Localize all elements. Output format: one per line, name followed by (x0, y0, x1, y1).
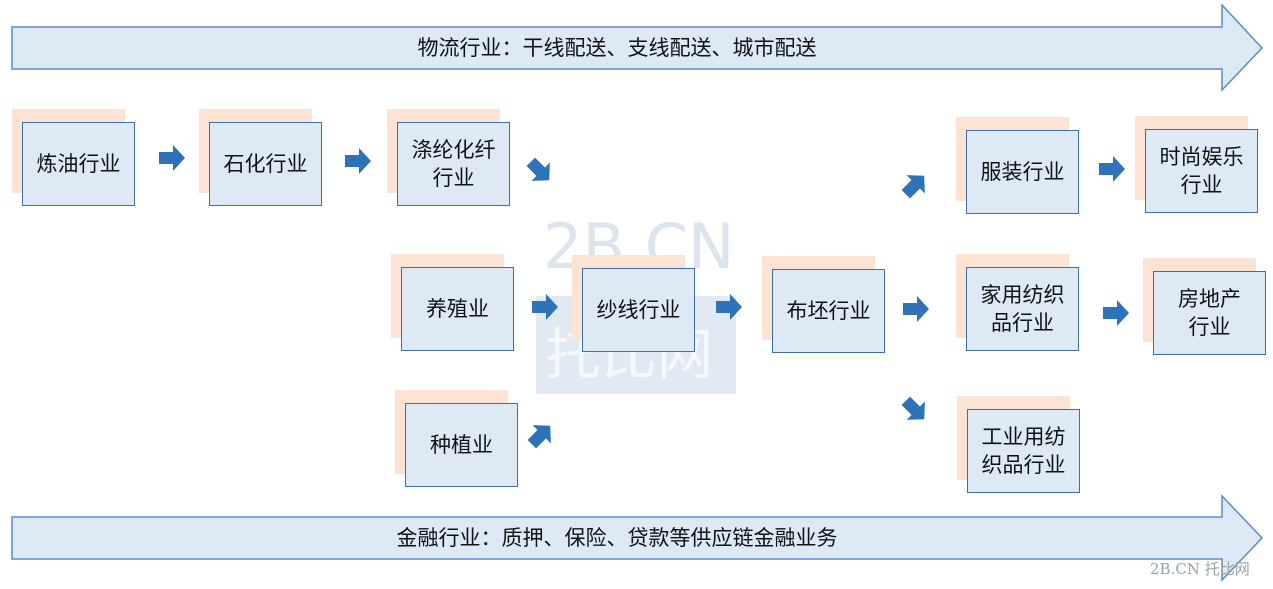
node-real-estate: 房地产 行业 (1153, 271, 1266, 355)
node-petrochem: 石化行业 (209, 122, 322, 206)
arrow-up-right-icon (527, 425, 551, 449)
arrow-up-right-icon (901, 175, 925, 199)
arrow-right-icon (1103, 300, 1129, 326)
top-band-label: 物流行业：干线配送、支线配送、城市配送 (417, 36, 817, 60)
arrow-right-icon (159, 145, 185, 171)
arrow-right-icon (903, 296, 929, 322)
arrow-down-right-icon (901, 396, 925, 420)
node-refining: 炼油行业 (22, 122, 135, 206)
arrow-right-icon (1099, 156, 1125, 182)
arrow-down-right-icon (526, 157, 550, 181)
node-breeding: 养殖业 (401, 267, 514, 351)
node-planting: 种植业 (405, 403, 518, 487)
arrow-right-icon (345, 148, 371, 174)
node-fashion: 时尚娱乐 行业 (1145, 129, 1258, 213)
arrow-right-icon (532, 294, 558, 320)
node-garment: 服装行业 (966, 130, 1079, 214)
node-polyester: 涤纶化纤 行业 (397, 122, 510, 206)
node-yarn: 纱线行业 (582, 268, 695, 352)
node-home-textile: 家用纺织 品行业 (966, 267, 1079, 351)
bottom-band-arrow (11, 494, 1264, 582)
top-band-arrow (11, 3, 1264, 92)
bottom-band-label: 金融行业：质押、保险、贷款等供应链金融业务 (396, 526, 838, 550)
node-fabric: 布坯行业 (772, 269, 885, 353)
arrow-right-icon (716, 294, 742, 320)
node-industrial-textile: 工业用纺 织品行业 (967, 409, 1080, 493)
footer-logo: 2B.CN 托比网 (1150, 560, 1250, 578)
